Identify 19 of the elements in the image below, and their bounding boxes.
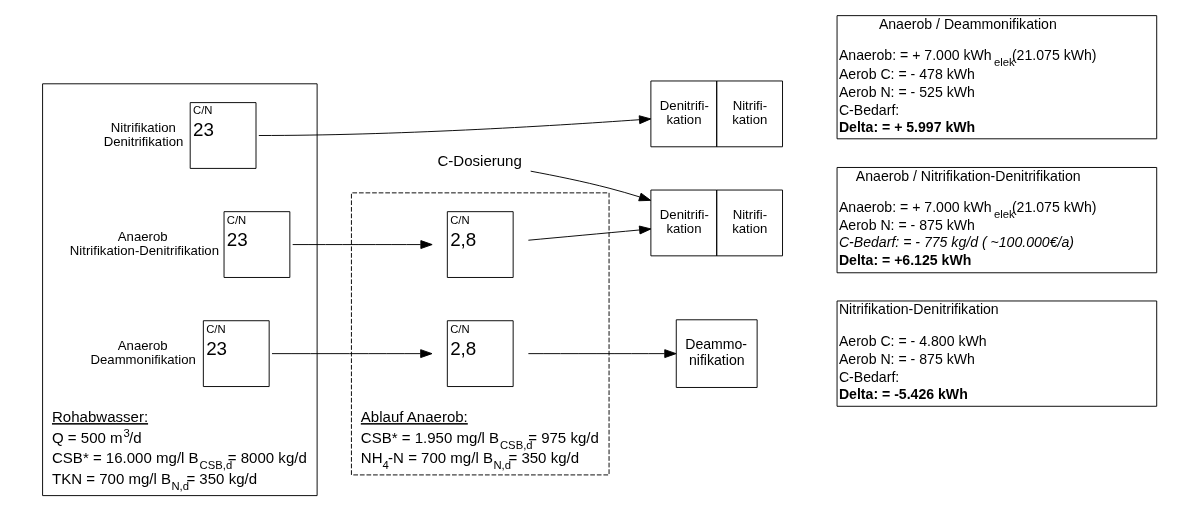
arrow <box>527 349 677 359</box>
node-box: C/N 2,8 <box>446 320 514 387</box>
node-box: C/N 23 <box>202 320 270 387</box>
node-label: Anaerob Nitrifikation-Denitrifikation <box>69 229 219 259</box>
node-box: C/N 23 <box>189 102 257 169</box>
arrow <box>527 225 652 241</box>
node-box: Anaerob / Nitrifikation-Denitrifikation Anaerob: = + 7.000 kWh$_{elek}$(21.075 kWh) Aerob N: = - 875 kWh C-Bedarf: = - 775 kg/d ( ~100.000€/a) Delta: = +6.125 kWh <box>836 167 1158 274</box>
node-text: C-Dosierung <box>437 152 522 170</box>
arrow <box>292 240 433 249</box>
node-box: Anaerob / Deammonifikation Anaerob: = + 7.000 kWh$_{elek}$(21.075 kWh) Aerob C: = - 478 kWh Aerob N: = - 525 kWh C-Bedarf: Delta: = + 5.997 kWh <box>836 15 1158 140</box>
node-label: Nitrifikation Denitrifikation <box>103 119 184 150</box>
node-label: Anaerob Deammonifikation <box>90 338 196 368</box>
node-box: C/N 2,8 <box>446 211 514 278</box>
node-box: C/N 23 <box>223 211 291 278</box>
arrow <box>258 115 652 136</box>
arrow <box>271 349 433 359</box>
node-box: Deammo- nifikation <box>675 319 758 388</box>
node-box: Nitrifikation-Denitrifikation Aerob C: = - 4.800 kWh Aerob N: = - 875 kWh C-Bedarf: Delta: = -5.426 kWh <box>836 300 1158 407</box>
arrow <box>530 170 652 202</box>
